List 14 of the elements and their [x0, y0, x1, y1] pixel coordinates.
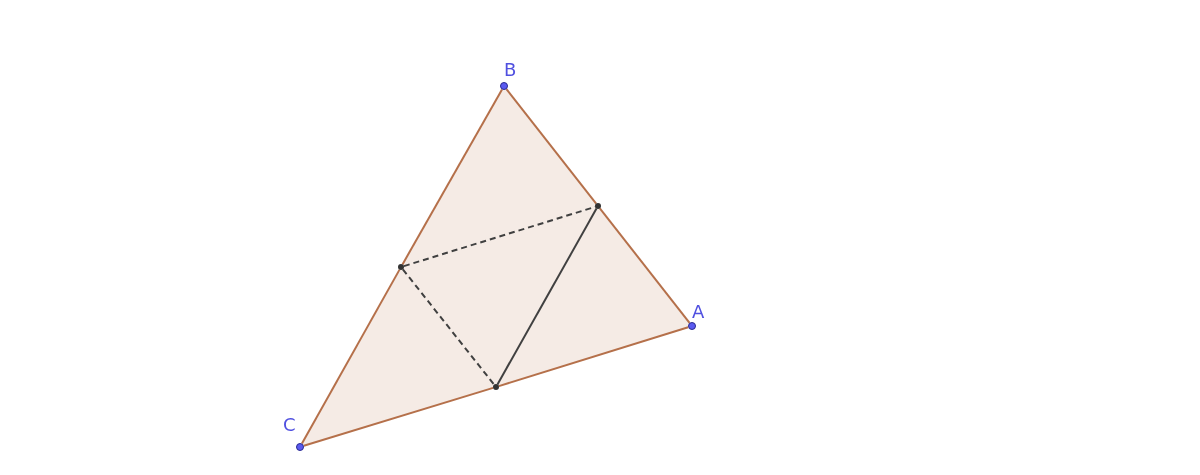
line-segment	[300, 268, 401, 445]
line-segment	[497, 326, 690, 388]
line-segment	[401, 88, 503, 266]
point-label: A	[692, 303, 705, 321]
point-label: B	[504, 61, 517, 79]
line-segment	[505, 88, 598, 205]
point-dot	[493, 384, 499, 390]
line-segment	[302, 386, 495, 447]
dashed-line	[401, 268, 496, 386]
point-label: C	[283, 416, 296, 434]
point-dot	[398, 264, 404, 270]
point-dot	[595, 203, 601, 209]
line-segment	[598, 207, 691, 324]
line-segment	[496, 207, 598, 386]
